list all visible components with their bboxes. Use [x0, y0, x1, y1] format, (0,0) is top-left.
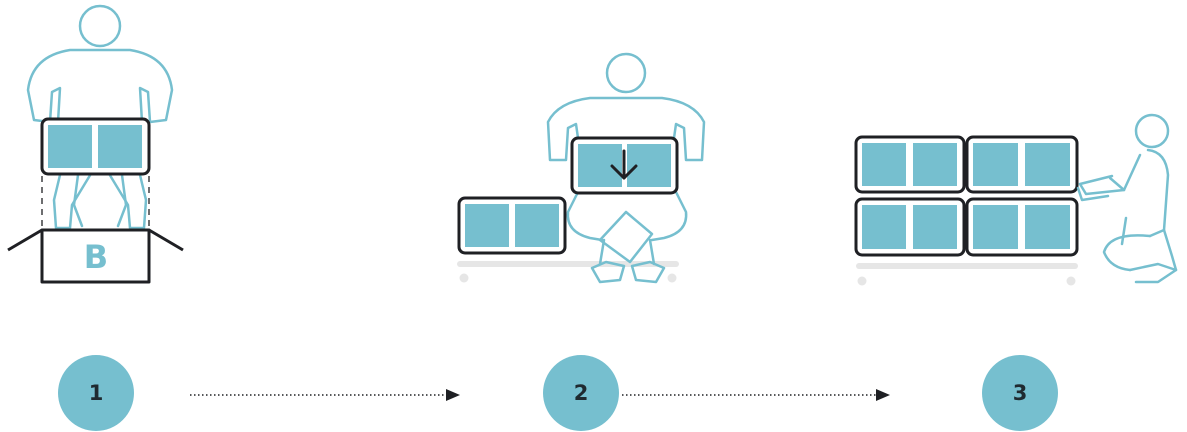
step-1-badge: 1 — [58, 355, 134, 431]
pallet-icon — [856, 263, 1078, 286]
person-kneeling-icon — [1076, 113, 1178, 284]
down-arrow-icon — [610, 149, 638, 180]
step-2-number: 2 — [573, 381, 589, 405]
connector-1-2 — [190, 389, 460, 401]
connector-2-3 — [622, 389, 890, 401]
step-1-number: 1 — [88, 381, 104, 405]
stacked-packages — [854, 135, 1079, 257]
package-on-pallet — [457, 196, 567, 255]
scene-1: B — [7, 4, 184, 284]
arrow-right-icon — [876, 389, 890, 401]
scene-3 — [854, 113, 1178, 286]
dashed-guide-lines — [41, 176, 150, 230]
step-3-badge: 3 — [982, 355, 1058, 431]
box-label: B — [84, 238, 108, 276]
lifted-package — [40, 117, 151, 176]
step-2-badge: 2 — [543, 355, 619, 431]
person-lifting-box-icon — [26, 4, 174, 230]
scene-2 — [457, 52, 706, 284]
open-box-icon — [7, 228, 184, 284]
step-3-number: 3 — [1012, 381, 1028, 405]
arrow-right-icon — [446, 389, 460, 401]
